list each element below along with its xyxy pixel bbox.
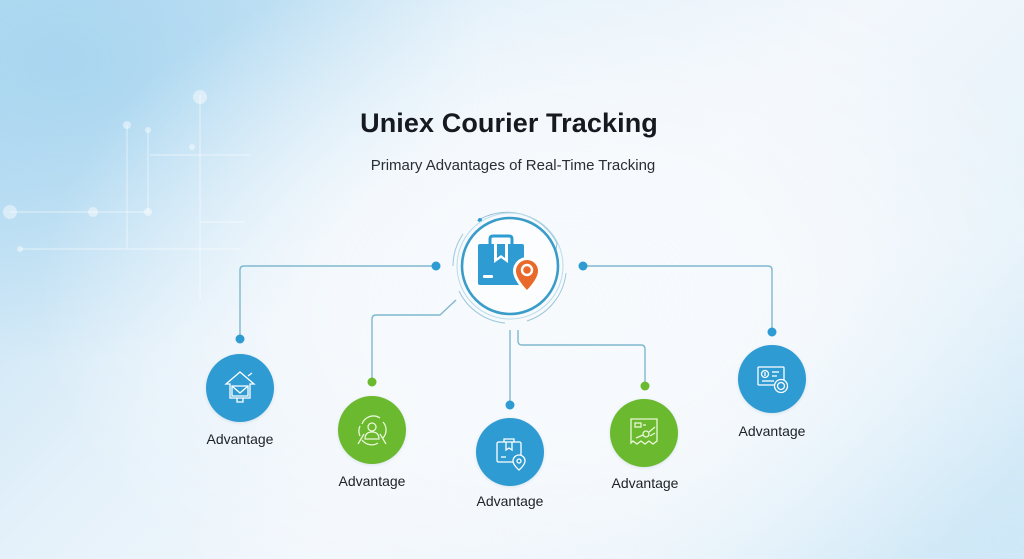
page-subtitle: Primary Advantages of Real-Time Tracking <box>370 157 656 174</box>
payment-card-icon <box>757 366 789 394</box>
connector-dot <box>578 261 588 271</box>
central-hub <box>447 203 573 329</box>
advantage-label-1: Advantage <box>206 431 274 447</box>
connector-dot <box>367 377 377 387</box>
advantage-label-4: Advantage <box>611 475 679 491</box>
package-with-location-pin-icon <box>452 211 567 324</box>
advantage-node-4 <box>610 399 678 467</box>
page-title: Uniex Courier Tracking <box>360 108 658 138</box>
user-cycle-icon <box>357 415 387 446</box>
advantage-node-1 <box>206 354 274 422</box>
advantage-node-5 <box>738 345 806 413</box>
package-location-icon <box>496 438 526 471</box>
house-mail-icon <box>224 371 256 403</box>
receipt-tracking-icon <box>630 418 658 445</box>
connector-dot <box>505 400 515 410</box>
connector-dot <box>235 334 245 344</box>
connector-dot <box>767 327 777 337</box>
advantage-node-3 <box>476 418 544 486</box>
advantage-label-2: Advantage <box>338 473 406 489</box>
connector-dot <box>640 381 650 391</box>
advantage-label-5: Advantage <box>738 423 806 439</box>
advantage-label-3: Advantage <box>476 493 544 509</box>
connector-dot <box>431 261 441 271</box>
advantage-node-2 <box>338 396 406 464</box>
